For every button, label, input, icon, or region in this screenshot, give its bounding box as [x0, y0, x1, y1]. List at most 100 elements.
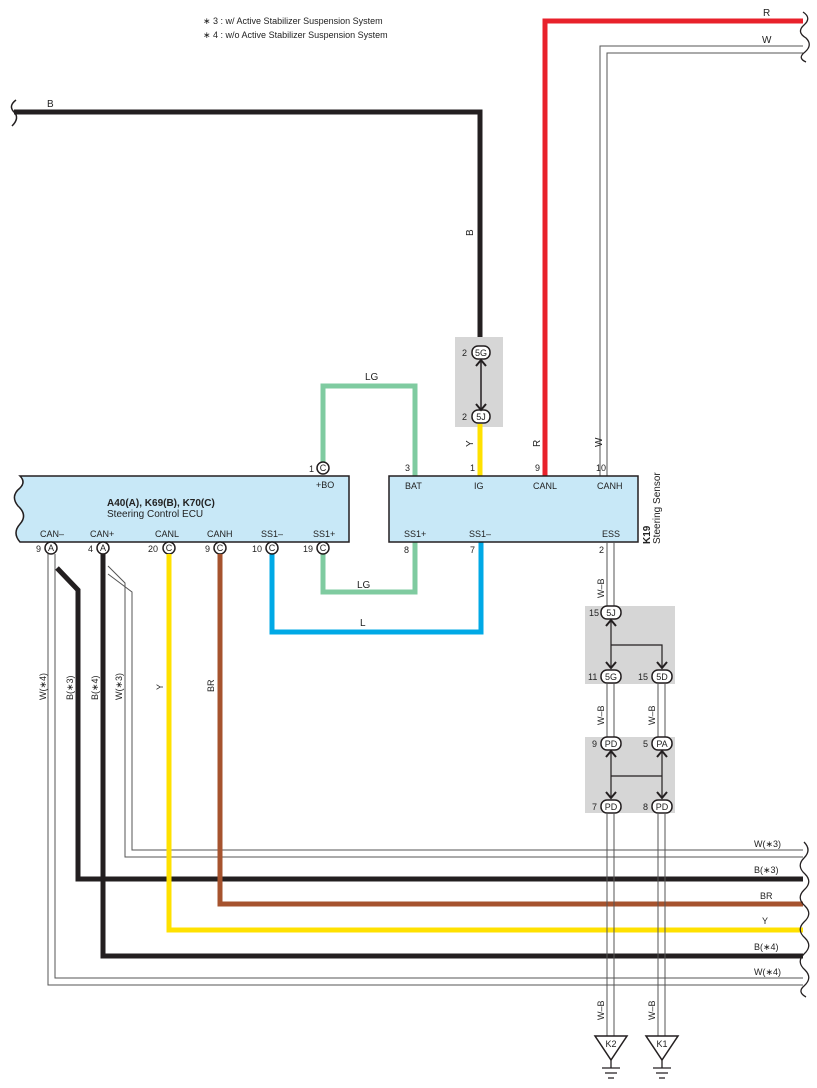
junction-low-pin-8: 8 — [643, 802, 648, 812]
junction-mid-connector-5d: 5D — [656, 672, 668, 682]
wire-b-top — [14, 109, 483, 350]
wire-label-lg-bottom: LG — [357, 580, 371, 591]
junction-top-connector-5j: 5J — [476, 412, 486, 422]
ecu-conn-a-2: A — [100, 543, 106, 553]
ecu-title: A40(A), K69(B), K70(C) — [107, 498, 215, 509]
sensor-pin-num-8: 8 — [404, 545, 409, 555]
ecu-label-can-minus: CAN– — [40, 529, 64, 539]
junction-low-pin-7: 7 — [592, 802, 597, 812]
wire-l — [269, 542, 484, 635]
wire-w4-left — [47, 554, 803, 986]
ecu-pin-num-20c: 20 — [148, 544, 158, 554]
wire-label-b-top: B — [47, 99, 54, 110]
sensor-label-canh: CANH — [597, 481, 623, 491]
sensor-label-ss1-plus: SS1+ — [404, 529, 426, 539]
wire-label-w-b-5: W–B — [647, 1000, 657, 1020]
junction-low-pin-9: 9 — [592, 739, 597, 749]
ecu-pin-label-bo: +BO — [316, 480, 334, 490]
wire-break-right-bottom — [799, 841, 810, 998]
wire-lg-top — [320, 383, 418, 476]
wire-label-left-w4: W(∗4) — [38, 673, 48, 700]
sensor-box — [388, 475, 639, 543]
wire-b4-left — [100, 554, 803, 959]
sensor-pin-num-3: 3 — [405, 463, 410, 473]
ecu-conn-c-1: C — [166, 543, 173, 553]
sensor-pin-num-9: 9 — [535, 463, 540, 473]
note-star4: ∗ 4 : w/o Active Stabilizer Suspension S… — [203, 30, 388, 40]
sensor-pin-num-7: 7 — [470, 545, 475, 555]
wire-label-y-vertical: Y — [465, 440, 476, 447]
sensor-label-ig: IG — [474, 481, 484, 491]
ecu-label-canl: CANL — [155, 529, 179, 539]
sensor-label-bat: BAT — [405, 481, 422, 491]
sensor-label-canl: CANL — [533, 481, 557, 491]
wire-label-left-y: Y — [155, 684, 165, 690]
right-label-y: Y — [762, 916, 768, 926]
wire-label-w-b-4: W–B — [596, 1000, 606, 1020]
ecu-conn-c-3: C — [269, 543, 276, 553]
ecu-pin-num-10c: 10 — [252, 544, 262, 554]
ecu-conn-a-1: A — [48, 543, 54, 553]
junction-low-connector-pd-b: PD — [605, 802, 618, 812]
wire-y-left — [166, 554, 803, 933]
sensor-pin-num-1: 1 — [470, 463, 475, 473]
sensor-pin-num-2: 2 — [599, 545, 604, 555]
sensor-code: K19 — [642, 525, 653, 544]
ecu-conn-top: C — [320, 463, 327, 473]
ecu-label-canh: CANH — [207, 529, 233, 539]
wire-label-l: L — [360, 618, 366, 629]
arrow-icon — [605, 618, 668, 670]
arrow-icon — [475, 358, 487, 412]
wire-w — [599, 45, 803, 476]
wire-label-left-br: BR — [206, 679, 216, 692]
ecu-subtitle: Steering Control ECU — [107, 509, 203, 520]
junction-low-connector-pa: PA — [656, 739, 667, 749]
wire-break-right-top — [799, 11, 810, 63]
ecu-pin-num-top: 1 — [309, 464, 314, 474]
ecu-pin-num-4a: 4 — [88, 544, 93, 554]
junction-mid-pin-15: 15 — [589, 608, 599, 618]
right-label-b4: B(∗4) — [754, 942, 779, 952]
wire-label-b-vertical: B — [465, 229, 476, 236]
right-label-b3: B(∗3) — [754, 865, 779, 875]
ecu-conn-c-2: C — [217, 543, 224, 553]
wire-label-left-b4: B(∗4) — [90, 675, 100, 700]
junction-low-connector-pd-c: PD — [656, 802, 669, 812]
arrow-icon — [605, 749, 668, 800]
wire-lg-bottom — [320, 542, 418, 595]
ecu-pin-num-9a: 9 — [36, 544, 41, 554]
wire-label-r-vertical: R — [532, 440, 543, 447]
junction-mid-pin-11: 11 — [588, 672, 597, 682]
wire-label-w-b-1: W–B — [596, 578, 606, 598]
wire-b3-left — [55, 566, 803, 882]
junction-top-pin-2-b: 2 — [462, 412, 467, 422]
sensor-label-ess: ESS — [602, 529, 620, 539]
sensor-label-ss1-minus: SS1– — [469, 529, 491, 539]
wire-label-left-w3: W(∗3) — [114, 673, 124, 700]
ground-icon — [644, 1035, 680, 1062]
ecu-pin-num-9c: 9 — [205, 544, 210, 554]
wire-label-w-vertical: W — [594, 437, 605, 447]
ground-label-k2: K2 — [605, 1039, 616, 1049]
wire-label-lg-top: LG — [365, 372, 379, 383]
wire-br-left — [217, 554, 803, 907]
ground-icon — [593, 1035, 629, 1062]
wire-label-left-b3: B(∗3) — [65, 675, 75, 700]
wire-label-w-b-2: W–B — [596, 705, 606, 725]
ecu-pin-num-19c: 19 — [303, 544, 313, 554]
wire-break-left-top — [10, 99, 18, 127]
junction-mid-pin-15b: 15 — [638, 672, 648, 682]
junction-mid-connector-5g: 5G — [605, 672, 617, 682]
sensor-name: Steering Sensor — [652, 472, 663, 544]
junction-low-connector-pd-a: PD — [605, 739, 618, 749]
ecu-box — [13, 475, 350, 543]
right-label-br: BR — [760, 891, 773, 901]
junction-top-connector-5g: 5G — [475, 348, 487, 358]
note-star3: ∗ 3 : w/ Active Stabilizer Suspension Sy… — [203, 16, 383, 26]
wire-w3-left — [107, 565, 803, 858]
junction-low-pin-5: 5 — [643, 739, 648, 749]
right-label-w3: W(∗3) — [754, 839, 781, 849]
wire-r — [542, 18, 803, 476]
ground-label-k1: K1 — [656, 1039, 667, 1049]
wire-label-r-top: R — [763, 8, 770, 19]
